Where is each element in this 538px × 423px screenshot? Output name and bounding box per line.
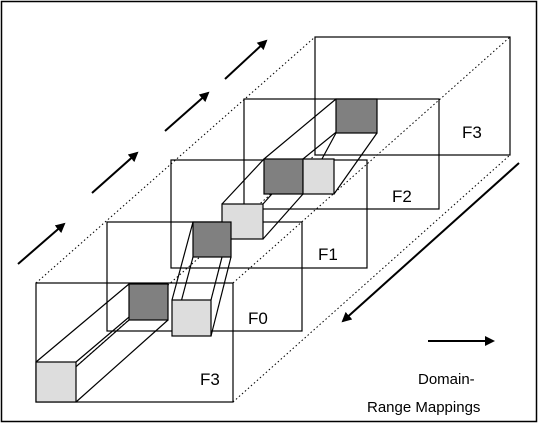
- tunnel-line: [35, 283, 130, 363]
- tunnel-line: [333, 132, 378, 195]
- tunnel-line: [262, 193, 304, 240]
- frame-label-front: F3: [200, 370, 220, 389]
- frame-label-f1: F1: [318, 245, 338, 264]
- frame-front: [35, 282, 234, 403]
- dotted-perspective-lines: [35, 36, 511, 403]
- frame-label-f2: F2: [392, 187, 412, 206]
- arrow-up-right-icon: [164, 91, 210, 132]
- tunnel-line: [263, 98, 337, 160]
- dotted-line-bottom-right: [232, 154, 511, 403]
- light-block-f2: [302, 158, 335, 195]
- arrow-up-right-icon: [224, 39, 268, 80]
- frame-label-back: F3: [462, 123, 482, 142]
- frame-label-f0: F0: [248, 309, 268, 328]
- dark-block-back: [335, 98, 378, 134]
- light-block-f0: [171, 299, 212, 337]
- dotted-line-top-right: [232, 36, 511, 284]
- dark-block-f2: [263, 158, 304, 195]
- dark-block-f0: [128, 283, 169, 321]
- frame-back: [314, 36, 511, 156]
- tunnel-line: [221, 158, 265, 205]
- legend-line-1: Domain-: [418, 371, 475, 388]
- arrow-down-left-icon: [341, 162, 520, 323]
- arrow-up-right-icon: [17, 222, 66, 265]
- dark-block-f1: [192, 221, 232, 258]
- light-block-front: [35, 361, 77, 403]
- forward-arrows: [17, 39, 268, 265]
- tunnel-line: [75, 319, 169, 403]
- blocks: [35, 98, 378, 403]
- tunnel-line: [210, 256, 232, 337]
- tunnel-line: [171, 221, 194, 301]
- legend-line-2: Range Mappings: [367, 399, 480, 416]
- arrow-up-right-icon: [91, 151, 139, 194]
